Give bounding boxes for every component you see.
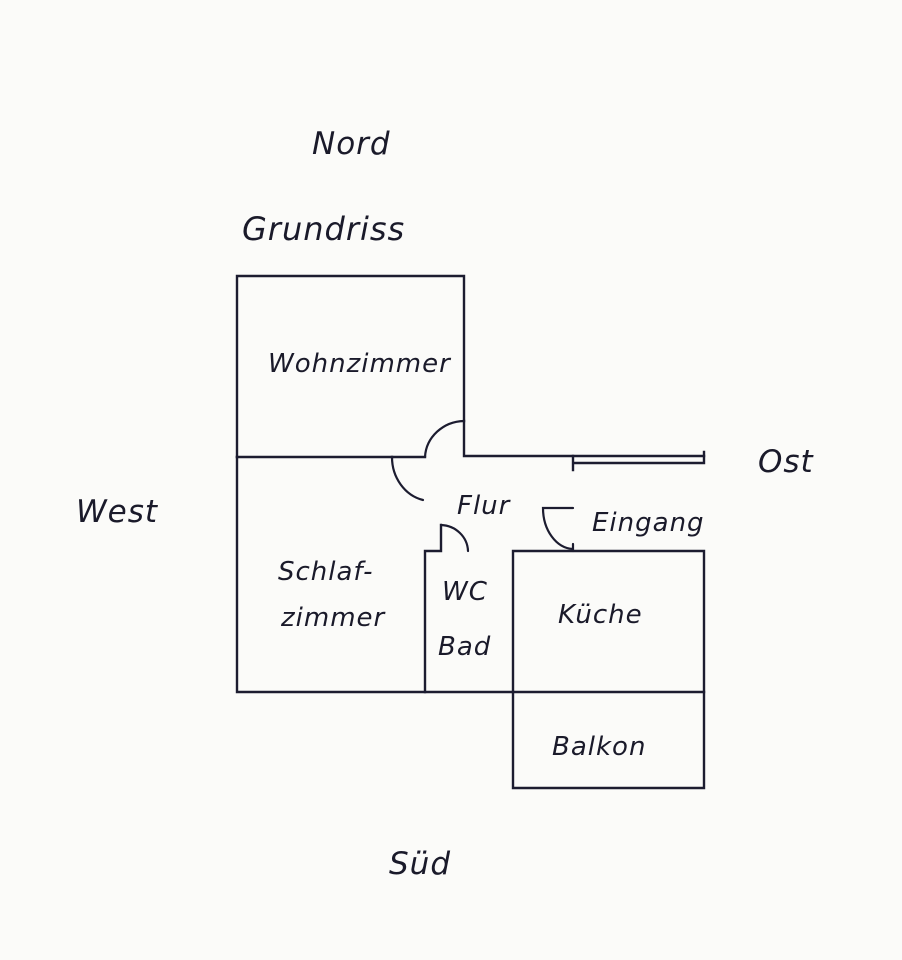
room-label-kueche: Küche [558,600,643,630]
compass-south-label: Süd [389,846,451,882]
door-wohnzimmer-arc [423,419,466,459]
wall-wohnzimmer [235,274,466,459]
room-label-bad: Bad [438,632,491,662]
room-label-wc: WC [442,577,488,607]
room-label-schlafzimmer-line2: zimmer [280,603,387,633]
wall-balkon [511,690,706,790]
room-label-balkon: Balkon [552,732,646,762]
plan-title: Grundriss [242,210,405,248]
compass-north-label: Nord [312,126,391,162]
entrance-label: Eingang [592,508,705,538]
doors [390,419,575,553]
walls [235,274,706,790]
door-wc-arc [439,523,470,553]
door-entrance-arc [541,506,575,553]
wall-corridor-north [462,419,706,458]
window-east [571,450,706,472]
wall-schlafzimmer [235,455,515,694]
compass-east-label: Ost [758,444,815,480]
compass-west-label: West [76,494,159,530]
wall-kueche [511,549,706,694]
room-label-wohnzimmer: Wohnzimmer [268,349,452,379]
wall-wc [423,523,443,694]
room-label-schlafzimmer-line1: Schlaf- [278,557,374,587]
door-schlafzimmer-arc [390,455,425,502]
room-label-flur: Flur [457,491,512,521]
